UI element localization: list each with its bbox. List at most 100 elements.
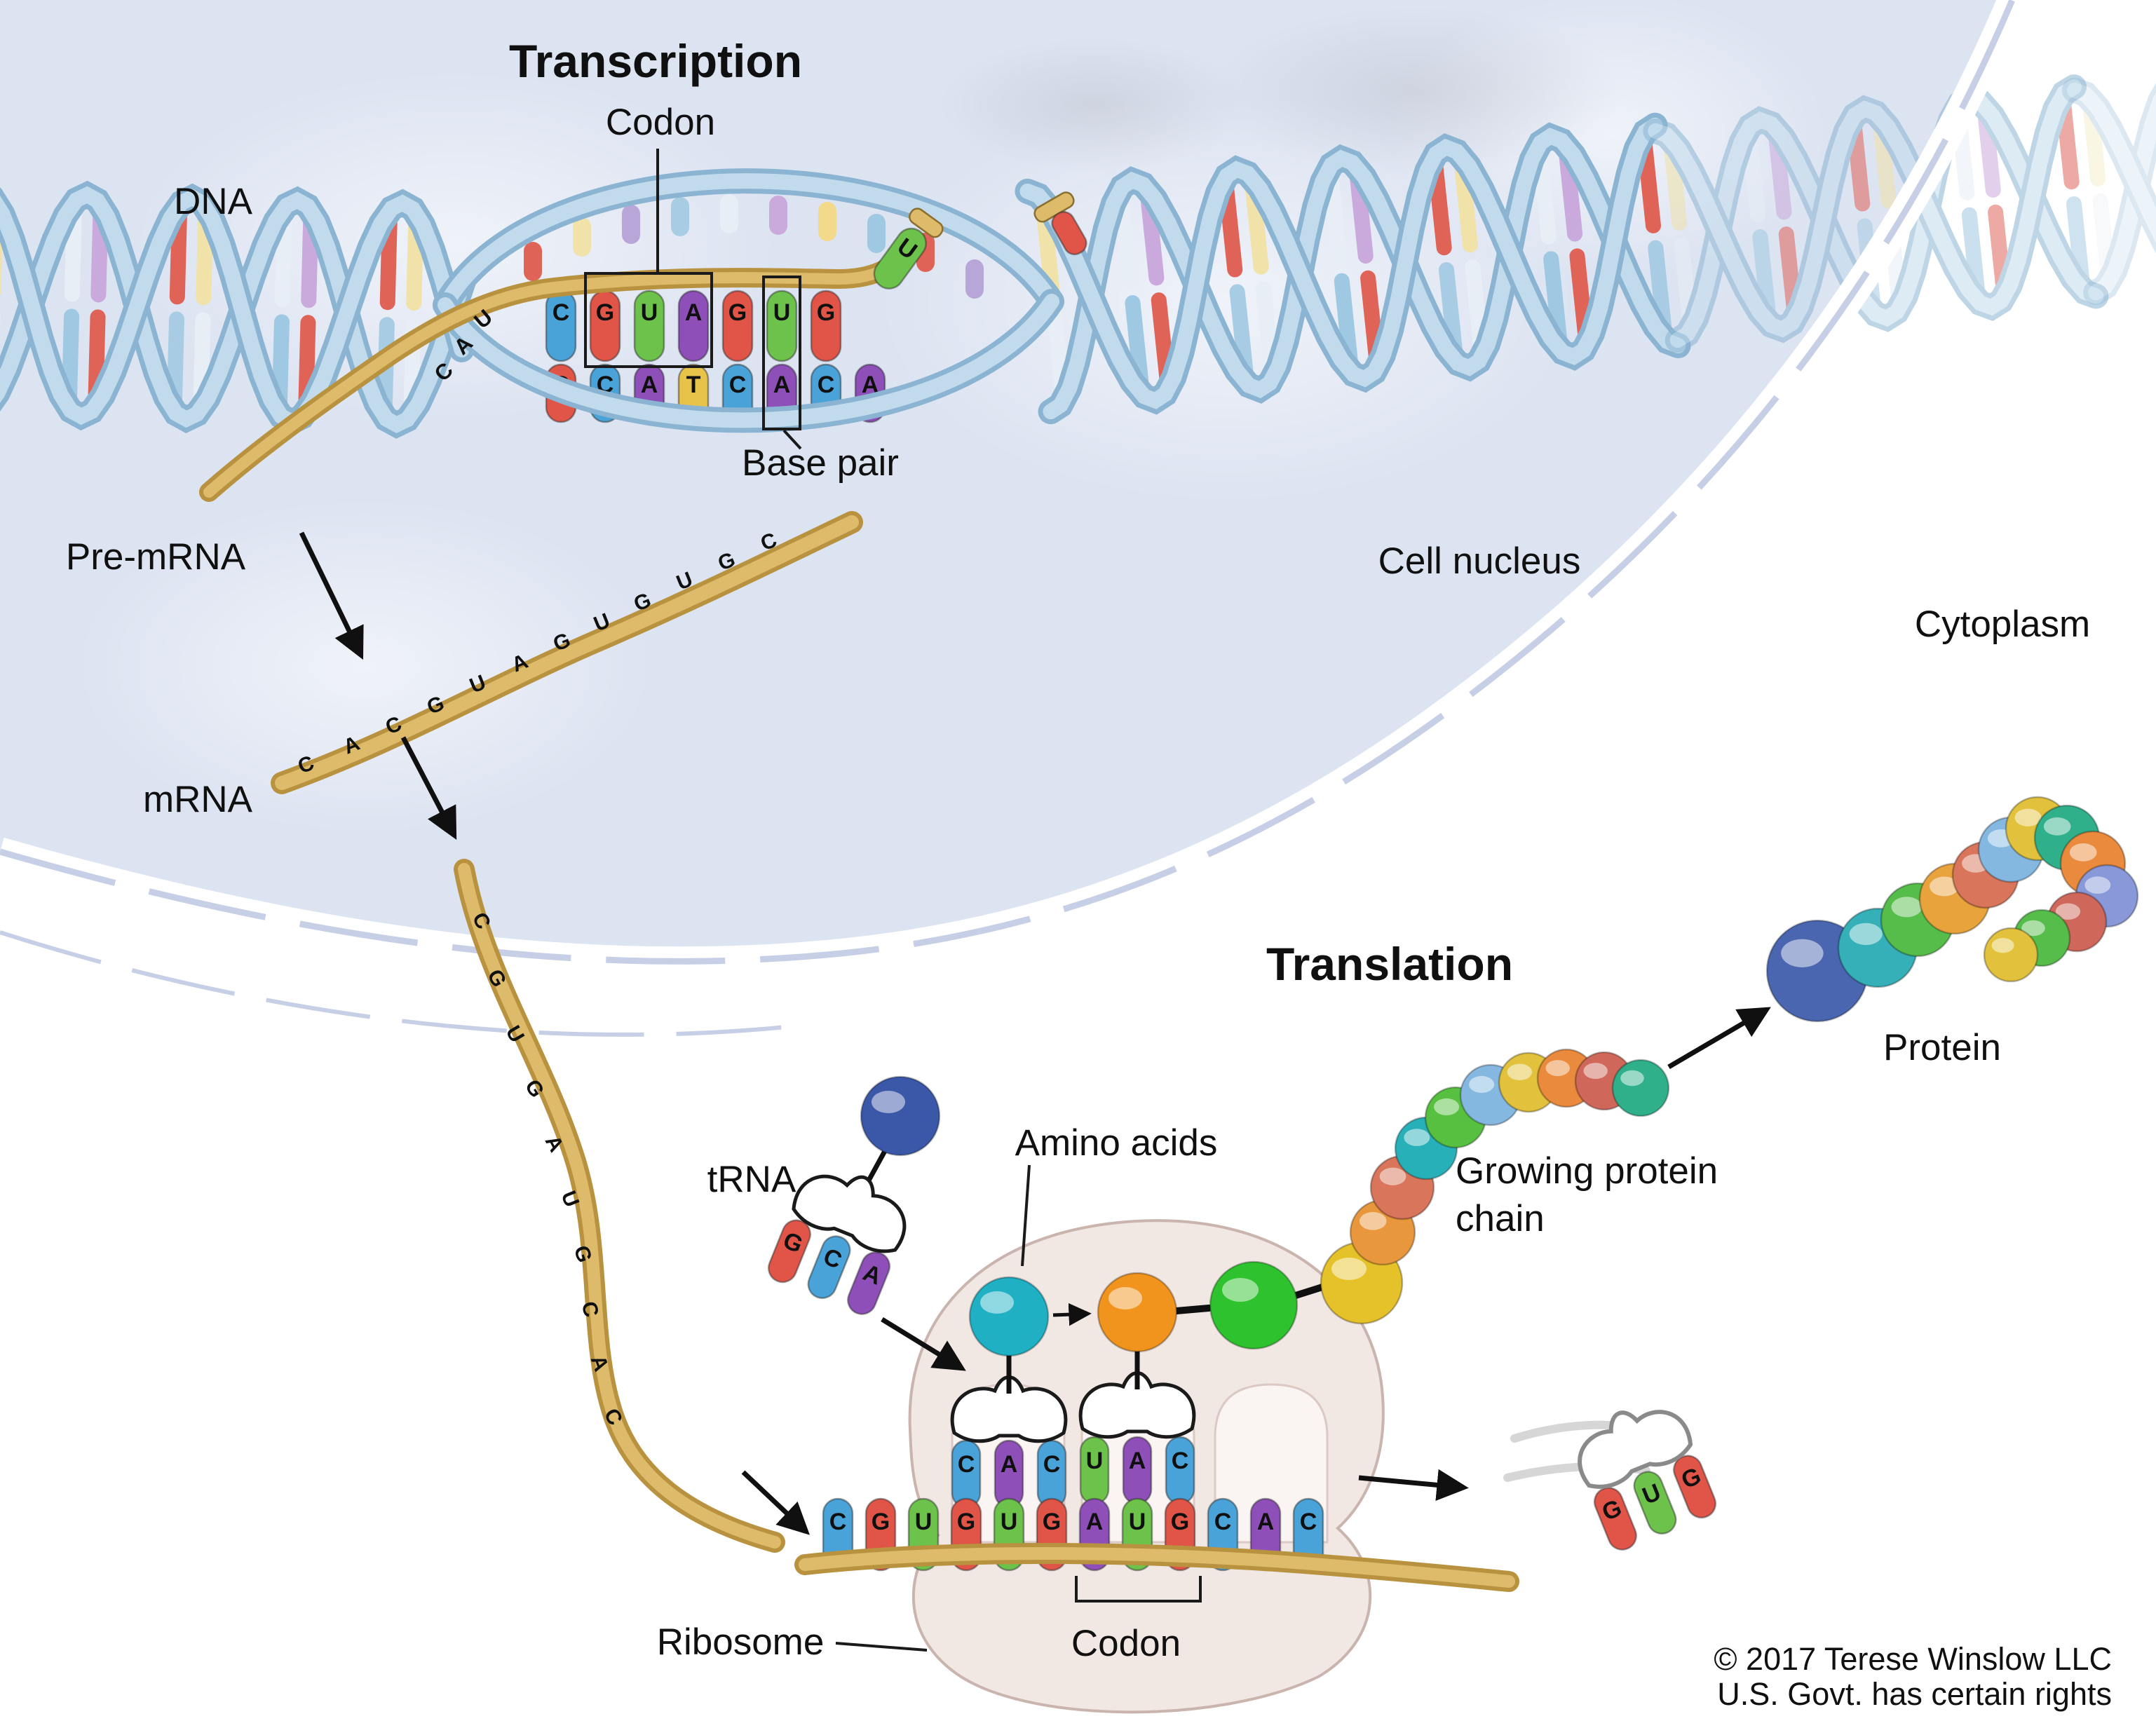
base-pair-leader-line [782, 429, 802, 450]
svg-text:C: C [552, 299, 570, 326]
flow-arrows [299, 531, 1771, 1535]
codon-top-label: Codon [606, 102, 715, 143]
trna-label: tRNA [707, 1159, 796, 1200]
protein-cluster [1765, 796, 2139, 1023]
cytoplasm-label: Cytoplasm [1915, 604, 2090, 645]
svg-text:G: G [957, 1509, 975, 1535]
svg-text:C: C [729, 372, 747, 398]
mrna-arrow [400, 736, 457, 841]
amino-acid-green [1209, 1260, 1299, 1350]
sphere-highlight [872, 1091, 905, 1113]
sphere-highlight [1331, 1258, 1367, 1280]
svg-text:U: U [1129, 1509, 1146, 1535]
free-trna: GCA [767, 1174, 907, 1315]
pre-mrna-label: Pre-mRNA [66, 536, 246, 578]
base-pair-outline-box [762, 275, 801, 430]
cell-nucleus-label: Cell nucleus [1378, 540, 1581, 582]
nuclear-envelope-midline [0, 0, 2016, 965]
protein-label: Protein [1883, 1027, 2001, 1068]
svg-text:C: C [818, 372, 835, 398]
svg-text:G: G [1043, 1509, 1061, 1535]
copyright-line1: © 2017 Terese Winslow LLC [1714, 1641, 2112, 1677]
leader-lines [835, 1164, 1031, 1652]
svg-text:G: G [817, 299, 835, 326]
trna-entry-arrow [881, 1317, 966, 1371]
haze-smudge [940, 39, 1248, 172]
amino-acid-teal [968, 1276, 1050, 1357]
amino-acid-assembly [968, 1241, 1404, 1394]
svg-text:C: C [958, 1451, 975, 1478]
svg-text:C: C [1300, 1509, 1317, 1535]
mrna-label: mRNA [143, 779, 253, 820]
bubble-bottom-strand-highlight [438, 294, 1059, 428]
nucleus-cloud [63, 491, 666, 841]
dna-label: DNA [174, 181, 253, 222]
svg-text:U: U [915, 1509, 933, 1535]
amino-acids-leader [1021, 1164, 1031, 1267]
growing-protein-chain [1349, 1048, 1670, 1266]
svg-text:C: C [829, 1509, 847, 1535]
ribosome-mrna-backbone-highlight [799, 1547, 1515, 1588]
svg-text:C: C [1043, 1451, 1061, 1478]
codon-bracket [1075, 1576, 1202, 1603]
svg-text:A: A [1086, 1509, 1104, 1535]
peptide-link [1292, 1284, 1326, 1299]
ribosome-leader [835, 1642, 928, 1652]
amino-acid-orange [1097, 1272, 1178, 1353]
copyright-line2: U.S. Govt. has certain rights [1717, 1676, 2112, 1712]
trna-exit-arrow [1358, 1469, 1469, 1502]
bubble-top-strand-highlight [438, 173, 1059, 313]
departing-trna: GUG [1503, 1410, 1717, 1551]
svg-text:C: C [1172, 1448, 1189, 1474]
translation-heading: Translation [1266, 938, 1513, 990]
sphere-highlight [980, 1291, 1014, 1314]
svg-text:A: A [773, 372, 791, 398]
amino-acids-label: Amino acids [1015, 1122, 1218, 1164]
svg-text:G: G [596, 299, 614, 326]
p-site-trna [950, 1375, 1068, 1443]
svg-text:U: U [773, 299, 791, 326]
svg-text:G: G [872, 1509, 890, 1535]
incoming-nucleotide-u: U [873, 207, 944, 290]
codon-bottom-label: Codon [1071, 1623, 1181, 1664]
svg-text:U: U [1001, 1509, 1018, 1535]
dna-helix-left [0, 179, 477, 439]
growing-chain-label-line1: Growing protein [1456, 1150, 1718, 1192]
svg-text:A: A [1129, 1448, 1146, 1474]
amino-acid-blue [860, 1075, 941, 1157]
dna-helix-right-faded [1643, 74, 2109, 353]
mrna-to-ribosome-arrow [741, 1470, 810, 1535]
svg-text:U: U [1086, 1448, 1104, 1474]
floating-nucleotide [1033, 191, 1087, 256]
svg-text:U: U [641, 299, 658, 326]
svg-text:T: T [686, 372, 701, 398]
haze-smudge [1213, 7, 1620, 175]
svg-text:A: A [1001, 1451, 1018, 1478]
ribosome-label: Ribosome [657, 1621, 825, 1663]
protein-release-arrow [1667, 1007, 1771, 1070]
svg-text:G: G [1171, 1509, 1189, 1535]
svg-text:G: G [728, 299, 747, 326]
sphere-highlight [1222, 1278, 1259, 1302]
growing-chain-label-line2: chain [1456, 1198, 1545, 1239]
dna-helix-right [1015, 112, 1691, 425]
transcription-heading: Transcription [509, 35, 802, 87]
svg-text:A: A [685, 299, 703, 326]
nascent-mrna-backbone-highlight [203, 233, 916, 498]
svg-text:C: C [1214, 1509, 1232, 1535]
a-site-trna [1078, 1371, 1196, 1439]
sphere-highlight [1108, 1287, 1142, 1309]
nuclear-envelope-inner-midline [0, 930, 807, 1037]
peptide-link [1173, 1305, 1212, 1314]
dna-helix-right-faint [2061, 44, 2156, 306]
svg-text:A: A [641, 372, 658, 398]
svg-text:A: A [1257, 1509, 1275, 1535]
base-pair-label: Base pair [742, 442, 899, 484]
